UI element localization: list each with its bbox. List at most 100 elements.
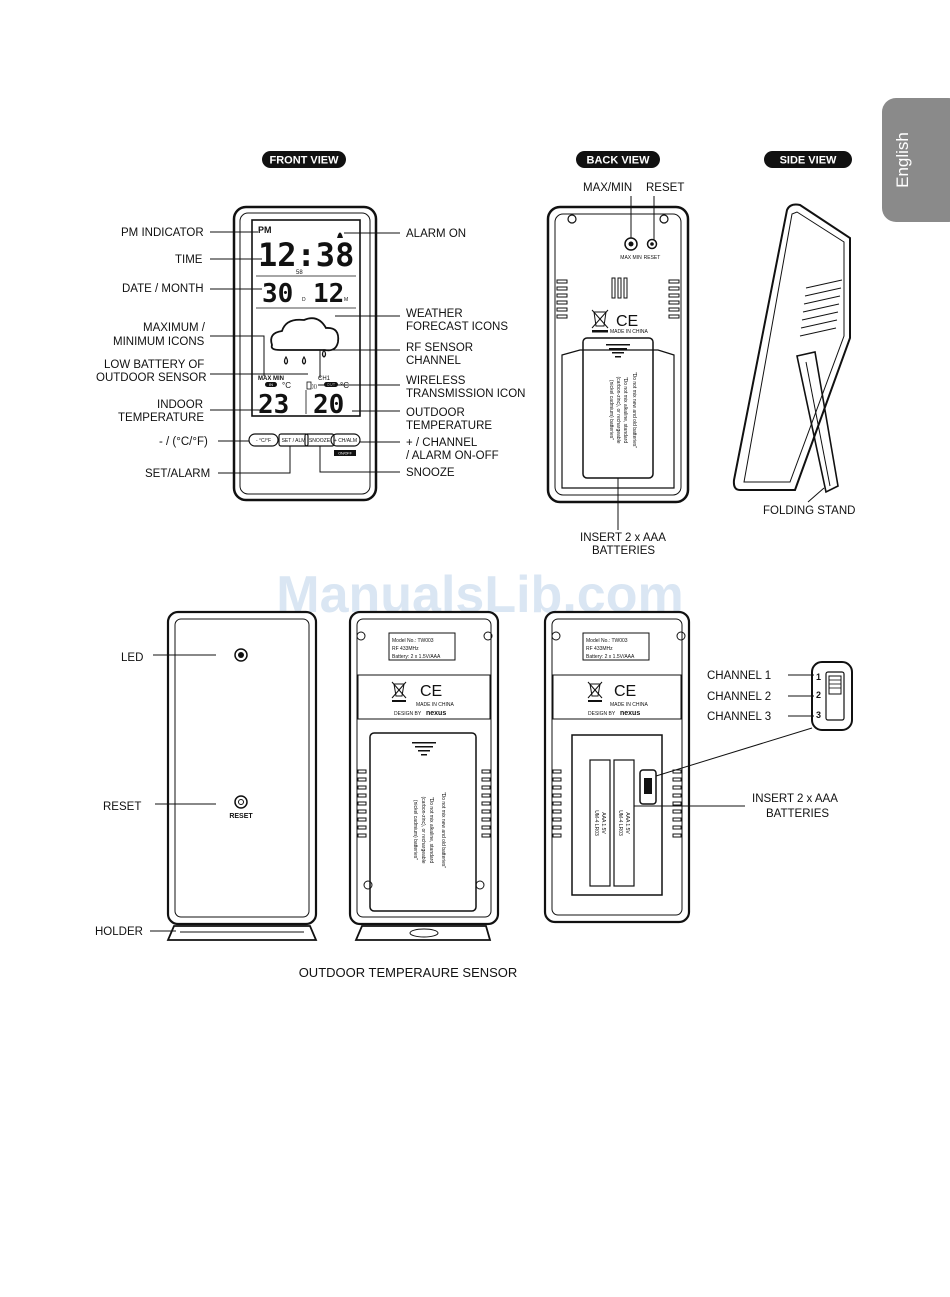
label-rf-2: CHANNEL	[406, 355, 462, 367]
label-alarm-on: ALARM ON	[406, 228, 466, 240]
svg-text:MAX MIN: MAX MIN	[620, 255, 642, 261]
back-view-device: MAX MIN RESET CE MADE IN CHINA "Do not m…	[546, 205, 690, 504]
side-view-device: FOLDING STAND	[732, 203, 855, 517]
back-view-title: BACK VIEW	[587, 155, 651, 167]
lcd-seconds: 58	[296, 270, 303, 276]
svg-text:(carbon-zinc), or rechargeable: (carbon-zinc), or rechargeable	[420, 797, 426, 864]
channel-number-1: 1	[816, 672, 821, 682]
alarm-bell-icon	[337, 232, 343, 238]
label-set-alarm: SET/ALARM	[145, 468, 210, 480]
svg-text:UM-4 LR03: UM-4 LR03	[617, 810, 623, 836]
weee-bin-icon-closed	[391, 681, 407, 702]
weee-bin-icon	[591, 309, 609, 333]
language-tab-label: English	[893, 132, 912, 188]
svg-text:SET / ALM: SET / ALM	[282, 438, 306, 444]
label-date-month: DATE / MONTH	[122, 283, 204, 295]
label-back-insert-2: BATTERIES	[592, 545, 655, 557]
lcd-indoor-unit: °C	[282, 381, 291, 390]
label-max-min-2: MINIMUM ICONS	[113, 336, 205, 348]
svg-text:"Do not mix alkaline, standard: "Do not mix alkaline, standard	[428, 797, 434, 863]
back-made-in: MADE IN CHINA	[610, 329, 648, 335]
watermark: ManualsLib.com	[276, 566, 683, 624]
lcd-indoor-temp: 23	[258, 390, 289, 420]
svg-text:"Do not mix new and old batter: "Do not mix new and old batteries"	[631, 372, 637, 449]
label-led: LED	[121, 652, 143, 664]
svg-text:- °C/°F: - °C/°F	[256, 438, 271, 444]
label-holder: HOLDER	[95, 926, 143, 938]
svg-text:+ CH/ALM: + CH/ALM	[334, 438, 357, 444]
minus-button[interactable]	[248, 433, 279, 447]
label-wireless-2: TRANSMISSION ICON	[406, 388, 525, 400]
lcd-in-badge	[265, 382, 277, 387]
label-time: TIME	[175, 254, 203, 266]
front-labels-left: PM INDICATOR TIME DATE / MONTH MAXIMUM /…	[96, 227, 308, 480]
sensor-front: RESET LED RESET HOLDER	[95, 610, 318, 941]
svg-text:nexus: nexus	[426, 710, 446, 717]
svg-text:CE: CE	[614, 683, 636, 700]
svg-text:RF 433MHz: RF 433MHz	[392, 646, 419, 652]
lcd-time: 12:38	[258, 236, 354, 274]
svg-text:Model No.: TW003: Model No.: TW003	[586, 638, 628, 644]
channel-number-2: 2	[816, 690, 821, 700]
on-off-switch[interactable]	[334, 450, 356, 456]
label-channel-1: CHANNEL 1	[707, 670, 771, 682]
label-back-max-min: MAX/MIN	[583, 182, 632, 194]
low-battery-icon	[306, 381, 312, 390]
sensor-holder	[166, 925, 318, 941]
plus-button[interactable]	[330, 433, 361, 447]
label-channel-3: CHANNEL 3	[707, 711, 771, 723]
side-view-title: SIDE VIEW	[780, 155, 837, 167]
side-view-pill: SIDE VIEW	[764, 151, 852, 168]
front-view-pill: FRONT VIEW	[262, 151, 346, 168]
lcd-max-min: MAX MIN	[258, 376, 284, 382]
label-snooze: SNOOZE	[406, 467, 455, 479]
lcd-pm: PM	[258, 225, 272, 235]
channel-switch[interactable]	[639, 769, 657, 805]
language-tab[interactable]: English	[882, 98, 950, 222]
label-sensor-insert-1: INSERT 2 x AAA	[752, 793, 838, 805]
label-plus-1: + / CHANNEL	[406, 437, 478, 449]
battery-compartment	[571, 734, 663, 896]
svg-text:AAA 1.5V: AAA 1.5V	[624, 812, 630, 834]
sensor-vents-left	[357, 769, 491, 838]
lcd-month-unit: M	[344, 297, 348, 303]
svg-text:"Do not mix alkaline, standard: "Do not mix alkaline, standard	[622, 377, 628, 443]
back-reset-button[interactable]	[646, 238, 658, 250]
label-weather-2: FORECAST ICONS	[406, 321, 508, 333]
svg-text:AAA 1.5V: AAA 1.5V	[600, 812, 606, 834]
label-folding-stand: FOLDING STAND	[763, 505, 855, 517]
ce-mark: CE	[616, 313, 638, 330]
channel-switch-detail: 1 2 3 CHANNEL 1 CHANNEL 2 CHANNEL 3	[655, 661, 853, 777]
lcd-channel: CH1	[318, 376, 331, 382]
svg-text:Battery: 2 x 1.5V/AAA: Battery: 2 x 1.5V/AAA	[392, 654, 441, 660]
label-plus-2: / ALARM ON-OFF	[406, 450, 499, 462]
model-label-open: Model No.: TW003 RF 433MHz Battery: 2 x …	[582, 632, 650, 661]
sensor-battery-note: "Do not mix new and old batteries" "Do n…	[412, 792, 446, 869]
weee-bin-icon-open	[587, 681, 603, 702]
svg-text:"Do not mix new and old batter: "Do not mix new and old batteries"	[440, 792, 446, 869]
label-minus-cf: - / (°C/°F)	[159, 436, 208, 448]
svg-text:DESIGN BY: DESIGN BY	[394, 711, 422, 717]
label-indoor-2: TEMPERATURE	[118, 412, 204, 424]
svg-text:SNOOZE: SNOOZE	[309, 438, 331, 444]
aaa-battery-right	[613, 759, 635, 887]
svg-text:CE: CE	[420, 683, 442, 700]
label-low-battery-1: LOW BATTERY OF	[104, 359, 204, 371]
label-wireless-1: WIRELESS	[406, 375, 466, 387]
folding-stand[interactable]	[796, 351, 839, 494]
sensor-reset-button[interactable]	[234, 795, 248, 809]
back-battery-note: "Do not mix new and old batteries" "Do n…	[608, 372, 637, 449]
sensor-battery-door[interactable]	[369, 732, 477, 912]
aaa-battery-left	[589, 759, 611, 887]
sensor-led	[234, 648, 248, 662]
svg-text:RESET: RESET	[644, 255, 661, 261]
set-alarm-button[interactable]	[278, 433, 309, 447]
lcd-month: 12	[313, 279, 344, 309]
svg-text:MADE IN CHINA: MADE IN CHINA	[416, 702, 454, 708]
label-outdoor-2: TEMPERATURE	[406, 420, 492, 432]
label-pm-indicator: PM INDICATOR	[121, 227, 204, 239]
label-indoor-1: INDOOR	[157, 399, 203, 411]
svg-text:Battery: 2 x 1.5V/AAA: Battery: 2 x 1.5V/AAA	[586, 654, 635, 660]
